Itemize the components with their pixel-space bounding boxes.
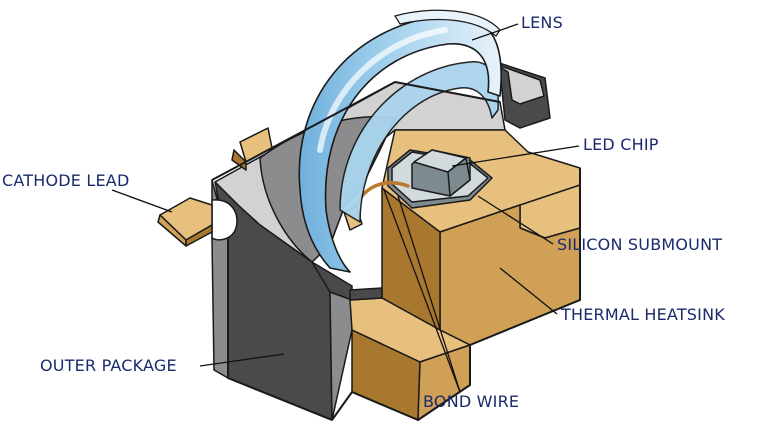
- leader-lines: [111, 23, 580, 393]
- label-silicon-submount: SILICON SUBMOUNT: [557, 235, 723, 254]
- label-bond-wire: BOND WIRE: [423, 392, 520, 411]
- leader-bond-a: [383, 189, 461, 393]
- outline-strokes: [211, 81, 581, 421]
- label-cathode-lead: CATHODE LEAD: [2, 171, 130, 190]
- label-lens: LENS: [521, 13, 563, 32]
- label-thermal-heatsink: THERMAL HEATSINK: [561, 305, 725, 324]
- thermal-heatsink: [349, 129, 581, 421]
- leader-led-chip: [451, 145, 580, 167]
- cathode-lead: [157, 197, 213, 247]
- label-outer-package: OUTER PACKAGE: [40, 356, 177, 375]
- leader-silicon: [477, 195, 554, 245]
- lens: [298, 9, 502, 273]
- leader-lens: [471, 23, 519, 41]
- leader-outer: [199, 353, 285, 367]
- leader-cathode: [111, 189, 173, 213]
- leader-thermal: [499, 267, 558, 315]
- label-led-chip: LED CHIP: [583, 135, 659, 154]
- leader-bond-b: [397, 195, 461, 393]
